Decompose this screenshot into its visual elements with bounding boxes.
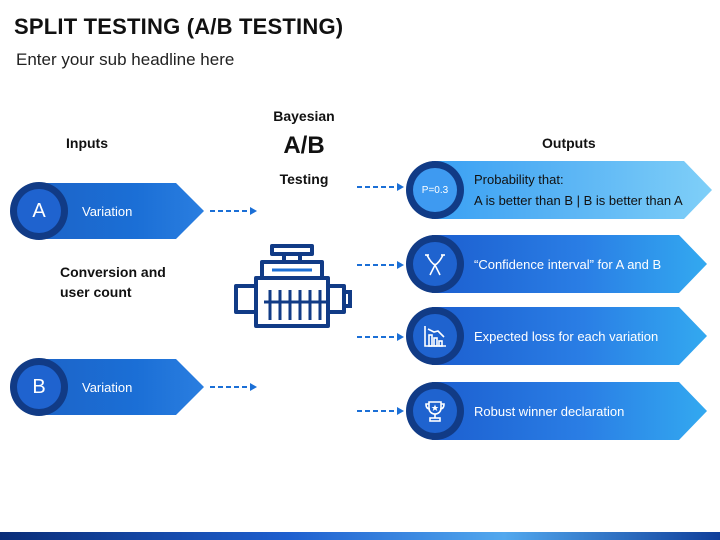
page-title: SPLIT TESTING (A/B TESTING)	[14, 14, 344, 39]
output-4-arrow	[432, 382, 707, 440]
page-subtitle: Enter your sub headline here	[16, 50, 235, 69]
input-a-label: Variation	[82, 204, 133, 219]
input-a-circle: A	[10, 182, 68, 240]
trophy-icon	[425, 401, 445, 422]
dashed-arrow-icon	[357, 407, 404, 415]
outputs-heading: Outputs	[542, 135, 596, 151]
output-1-line1: Probability that:	[474, 172, 564, 187]
dashed-arrow-icon	[357, 261, 404, 269]
output-2-circle	[406, 235, 464, 293]
input-b-label: Variation	[82, 380, 133, 395]
input-b-circle: B	[10, 358, 68, 416]
dashed-arrow-icon	[210, 207, 257, 215]
dashed-arrow-icon	[210, 383, 257, 391]
input-a-letter: A	[32, 199, 46, 222]
bottom-bar	[0, 532, 720, 540]
output-3-arrow	[432, 307, 707, 365]
inputs-heading: Inputs	[66, 135, 108, 151]
output-1-line2: A is better than B | B is better than A	[474, 193, 683, 208]
output-4-text: Robust winner declaration	[474, 404, 625, 419]
output-3-text: Expected loss for each variation	[474, 329, 659, 344]
engine-icon	[234, 244, 352, 328]
center-ab-label: A/B	[283, 132, 325, 159]
chart-decline-icon	[424, 326, 446, 347]
input-b-letter: B	[32, 375, 46, 398]
output-1-arrow	[432, 161, 712, 219]
output-1-circle: P=0.3	[406, 161, 464, 219]
dashed-arrow-icon	[357, 333, 404, 341]
confidence-icon	[425, 254, 445, 276]
conversion-label: Conversion and user count	[60, 264, 166, 300]
output-4-circle	[406, 382, 464, 440]
probability-badge: P=0.3	[421, 184, 449, 196]
output-2-text: “Confidence interval” for A and B	[474, 257, 662, 272]
center-top-label: Bayesian	[273, 108, 335, 124]
dashed-arrow-icon	[357, 183, 404, 191]
output-2-arrow	[432, 235, 707, 293]
center-testing-label: Testing	[279, 171, 329, 187]
output-3-circle	[406, 307, 464, 365]
